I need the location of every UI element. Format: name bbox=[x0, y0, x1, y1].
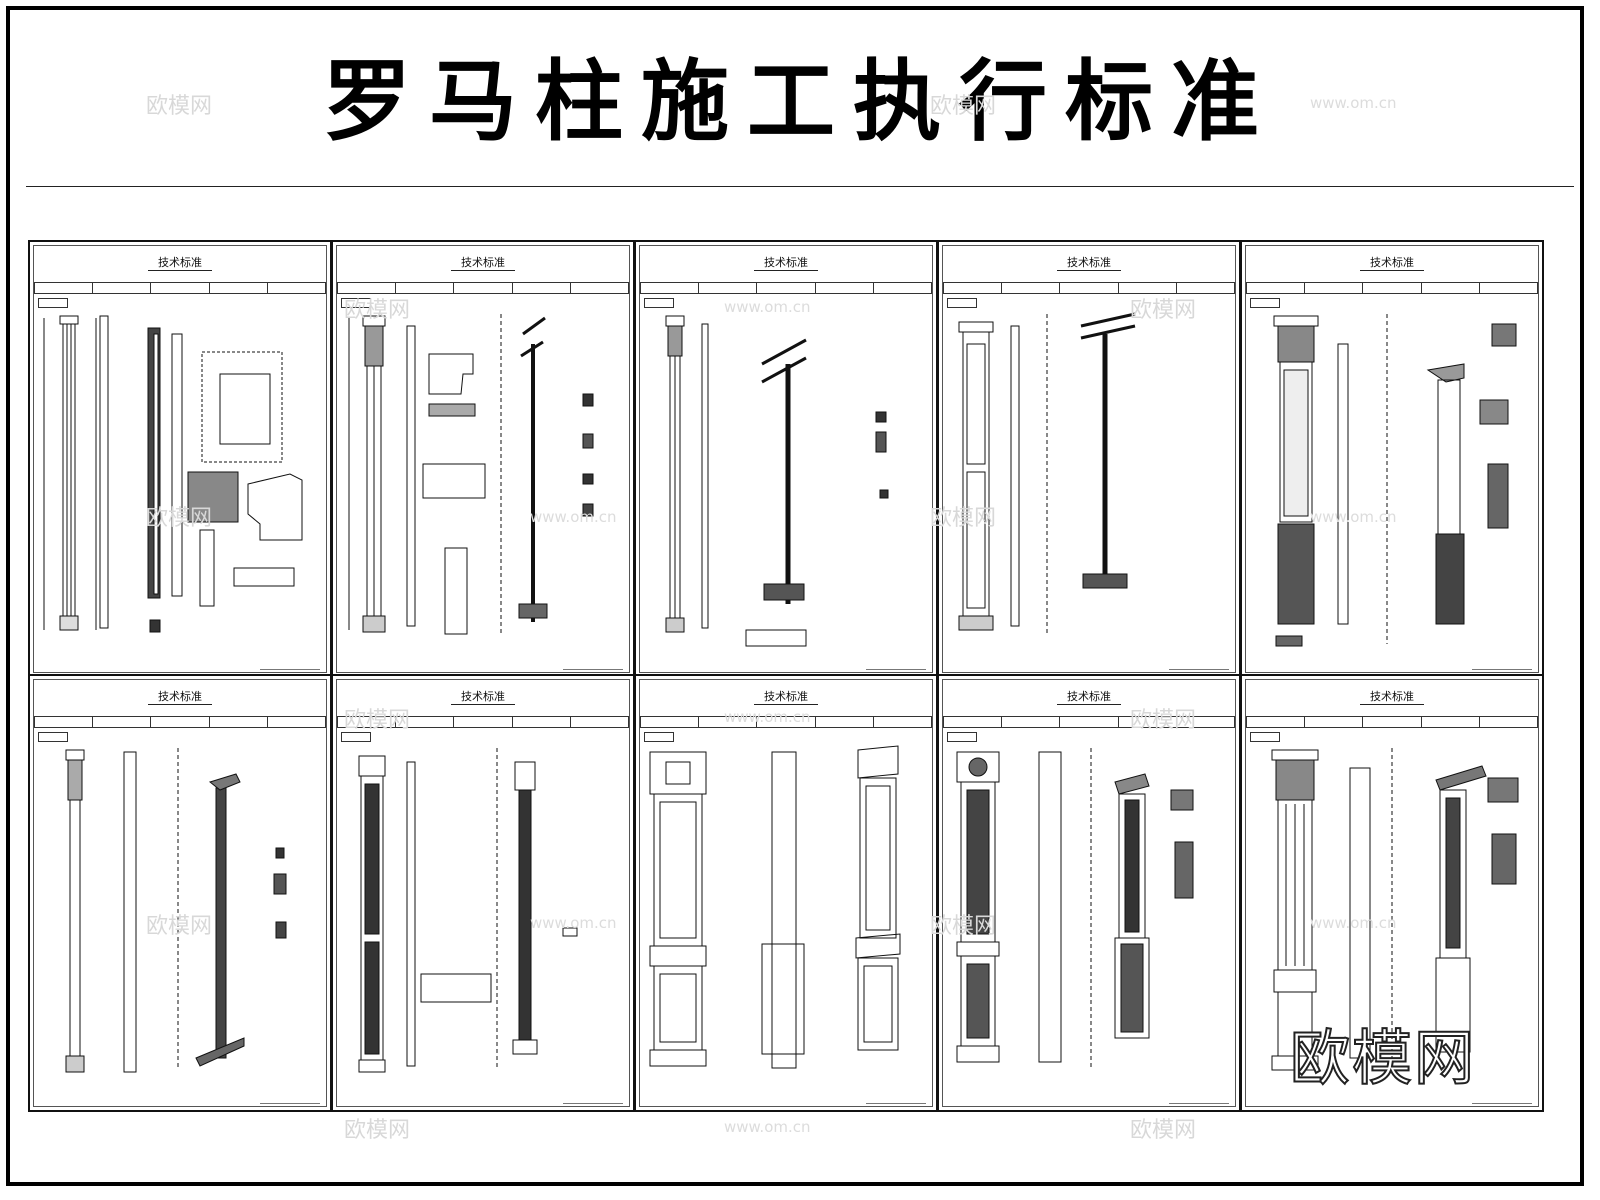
sheet-header-table bbox=[640, 716, 932, 728]
sheet-tag bbox=[38, 732, 68, 742]
sheet-header-table bbox=[1246, 716, 1538, 728]
column-drawing bbox=[958, 312, 1136, 634]
column-drawing bbox=[1271, 748, 1519, 1071]
sheet-tag bbox=[947, 732, 977, 742]
sheet-header-table bbox=[943, 716, 1235, 728]
sheet-header-table bbox=[640, 282, 932, 294]
column-drawing bbox=[1273, 314, 1517, 647]
sheet-title: 技术标准 bbox=[1370, 256, 1414, 269]
drawing-sheet-9[interactable]: 技术标准 bbox=[937, 674, 1241, 1112]
column-drawing bbox=[665, 315, 889, 647]
sheet-title: 技术标准 bbox=[158, 256, 202, 269]
drawing-sheet-7[interactable]: 技术标准 bbox=[331, 674, 635, 1112]
column-drawing bbox=[358, 748, 578, 1073]
sheet-header-table bbox=[943, 282, 1235, 294]
column-drawing bbox=[65, 748, 287, 1073]
drawing-sheet-3[interactable]: 技术标准 bbox=[634, 240, 938, 678]
sheet-header-table bbox=[34, 282, 326, 294]
column-drawing bbox=[348, 314, 594, 635]
drawing-sheet-8[interactable]: 技术标准 bbox=[634, 674, 938, 1112]
column-drawing bbox=[956, 748, 1194, 1068]
drawing-sheet-1[interactable]: 技术标准 bbox=[28, 240, 332, 678]
drawing-sheet-6[interactable]: 技术标准 bbox=[28, 674, 332, 1112]
drawing-sheet-5[interactable]: 技术标准 bbox=[1240, 240, 1544, 678]
sheet-title: 技术标准 bbox=[1067, 690, 1111, 703]
sheet-tag bbox=[1250, 732, 1280, 742]
sheet-title: 技术标准 bbox=[764, 256, 808, 269]
sheet-title: 技术标准 bbox=[158, 690, 202, 703]
drawing-sheet-grid: 技术标准 bbox=[28, 240, 1574, 1130]
drawing-sheet-4[interactable]: 技术标准 bbox=[937, 240, 1241, 678]
sheet-title: 技术标准 bbox=[1370, 690, 1414, 703]
sheet-tag bbox=[644, 732, 674, 742]
page-title: 罗马柱施工执行标准 bbox=[322, 49, 1277, 153]
sheet-title: 技术标准 bbox=[764, 690, 808, 703]
sheet-title: 技术标准 bbox=[461, 690, 505, 703]
drawing-sheet-2[interactable]: 技术标准 bbox=[331, 240, 635, 678]
sheet-tag bbox=[1250, 298, 1280, 308]
sheet-header-table bbox=[337, 716, 629, 728]
sheet-tag bbox=[947, 298, 977, 308]
sheet-header-table bbox=[337, 282, 629, 294]
sheet-tag bbox=[341, 298, 371, 308]
column-drawing bbox=[43, 315, 303, 633]
page-frame bbox=[6, 6, 1584, 1186]
drawing-sheet-10[interactable]: 技术标准 bbox=[1240, 674, 1544, 1112]
brand-logo: 欧模网 bbox=[1289, 1023, 1476, 1095]
sheet-tag bbox=[341, 732, 371, 742]
sheet-tag bbox=[38, 298, 68, 308]
title-divider bbox=[26, 186, 1574, 187]
sheet-title: 技术标准 bbox=[1067, 256, 1111, 269]
sheet-title: 技术标准 bbox=[461, 256, 505, 269]
column-drawing bbox=[649, 745, 901, 1069]
sheet-tag bbox=[644, 298, 674, 308]
sheet-header-table bbox=[34, 716, 326, 728]
sheet-header-table bbox=[1246, 282, 1538, 294]
